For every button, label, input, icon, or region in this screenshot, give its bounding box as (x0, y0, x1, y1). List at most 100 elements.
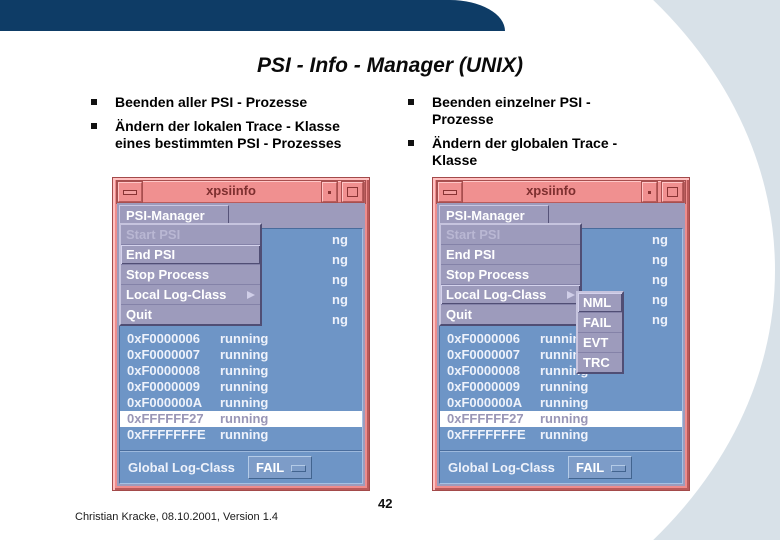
process-id: 0xFFFFFFFE (127, 427, 206, 442)
process-status: running (540, 411, 589, 426)
covered-row-fragment: ng (652, 312, 668, 327)
bullet-text: Ändern der lokalen Trace - Klasse eines … (115, 118, 342, 151)
menu-item-quit[interactable]: Quit (126, 307, 152, 322)
submenu-item-trc[interactable]: TRC (583, 355, 610, 370)
page-title: PSI - Info - Manager (UNIX) (256, 54, 523, 77)
maximize-square-icon (347, 187, 358, 197)
bullet-square-icon (408, 99, 414, 105)
covered-row-fragment: ng (652, 252, 668, 267)
menubar: PSI-Manager (117, 203, 365, 227)
process-status: running (540, 379, 589, 394)
process-row[interactable]: 0xF0000006 running (120, 331, 362, 347)
process-status: running (540, 427, 589, 442)
process-row-selected[interactable]: 0xFFFFFF27 running (120, 411, 362, 427)
covered-row-fragment: ng (652, 292, 668, 307)
psi-manager-menu-panel: Start PSI End PSI Stop Process Local Log… (119, 223, 262, 326)
process-row[interactable]: 0xF0000007 running (440, 347, 682, 363)
process-row[interactable]: 0xF0000008 running (440, 363, 682, 379)
process-row[interactable]: 0xF000000A running (440, 395, 682, 411)
global-log-class-option-button[interactable]: FAIL (568, 456, 632, 479)
titlebar[interactable]: xpsiinfo (116, 180, 366, 204)
process-id: 0xFFFFFFFE (447, 427, 526, 442)
covered-row-fragment: ng (332, 232, 348, 247)
submenu-item-nml[interactable]: NML (578, 293, 622, 313)
titlebar[interactable]: xpsiinfo (436, 180, 686, 204)
process-id: 0xF0000008 (127, 363, 201, 378)
process-id: 0xF0000009 (127, 379, 201, 394)
process-status: running (220, 411, 269, 426)
menu-item-local-log-class[interactable]: Local Log-Class (121, 285, 260, 305)
menu-item-end-psi[interactable]: End PSI (121, 245, 260, 265)
window-title: xpsiinfo (526, 183, 576, 198)
bullet-item: Ändern der lokalen Trace - Klasse eines … (85, 118, 377, 152)
window-title: xpsiinfo (206, 183, 256, 198)
maximize-button[interactable] (662, 182, 683, 202)
page-number: 42 (378, 496, 393, 511)
covered-row-fragment: ng (652, 272, 668, 287)
submenu-arrow-icon (247, 291, 255, 299)
menu-item-start-psi[interactable]: Start PSI (441, 225, 580, 245)
process-row[interactable]: 0xF0000009 running (120, 379, 362, 395)
xpsiinfo-window-left: xpsiinfo PSI-Manager ng ng ng ng ng 0xF0… (112, 177, 370, 491)
covered-row-fragment: ng (652, 232, 668, 247)
maximize-button[interactable] (342, 182, 363, 202)
process-id: 0xF0000006 (447, 331, 521, 346)
submenu-item-fail[interactable]: FAIL (578, 313, 622, 333)
minimize-button[interactable] (642, 182, 657, 202)
header-navy-band (0, 0, 505, 31)
bullet-list-right: Beenden einzelner PSI - Prozesse Ändern … (402, 94, 650, 176)
process-status: running (220, 427, 269, 442)
option-menu-indicator-icon (291, 465, 306, 472)
covered-row-fragment: ng (332, 252, 348, 267)
process-row[interactable]: 0xF0000009 running (440, 379, 682, 395)
process-id: 0xFFFFFF27 (447, 411, 524, 426)
bullet-item: Ändern der globalen Trace - Klasse (402, 135, 650, 169)
panel-separator (120, 450, 362, 452)
bullet-item: Beenden aller PSI - Prozesse (85, 94, 377, 111)
menu-item-stop-process[interactable]: Stop Process (121, 265, 260, 285)
psi-manager-menu-button[interactable]: PSI-Manager (119, 205, 229, 226)
process-row[interactable]: 0xF000000A running (120, 395, 362, 411)
submenu-item-evt[interactable]: EVT (578, 333, 622, 353)
window-menu-dash-icon (443, 190, 457, 195)
bullet-list-left: Beenden aller PSI - Prozesse Ändern der … (85, 94, 377, 159)
bullet-square-icon (91, 99, 97, 105)
covered-row-fragment: ng (332, 292, 348, 307)
option-value: FAIL (576, 460, 605, 475)
process-row[interactable]: 0xF0000006 running (440, 331, 682, 347)
psi-manager-menu-panel: Start PSI End PSI Stop Process Local Log… (439, 223, 582, 326)
bullet-text: Beenden einzelner PSI - Prozesse (432, 94, 591, 127)
global-log-class-label: Global Log-Class (448, 460, 555, 475)
menu-item-label: Local Log-Class (446, 287, 547, 302)
panel-separator (440, 450, 682, 452)
menu-item-end-psi[interactable]: End PSI (441, 245, 580, 265)
process-row[interactable]: 0xFFFFFFFE running (440, 427, 682, 443)
process-id: 0xF0000007 (127, 347, 201, 362)
process-status: running (220, 331, 269, 346)
process-status: running (220, 347, 269, 362)
process-id: 0xF000000A (447, 395, 523, 410)
menu-item-stop-process[interactable]: Stop Process (441, 265, 580, 285)
process-status: running (220, 363, 269, 378)
window-menu-button[interactable] (118, 182, 142, 202)
process-row-selected[interactable]: 0xFFFFFF27 running (440, 411, 682, 427)
process-id: 0xFFFFFF27 (127, 411, 204, 426)
minimize-button[interactable] (322, 182, 337, 202)
bullet-item: Beenden einzelner PSI - Prozesse (402, 94, 650, 128)
local-log-class-submenu: NML FAIL EVT TRC (576, 291, 624, 374)
process-row[interactable]: 0xFFFFFFFE running (120, 427, 362, 443)
process-row[interactable]: 0xF0000008 running (120, 363, 362, 379)
minimize-dot-icon (328, 191, 331, 194)
global-log-class-option-button[interactable]: FAIL (248, 456, 312, 479)
bullet-text: Beenden aller PSI - Prozesse (115, 94, 308, 110)
menu-item-start-psi[interactable]: Start PSI (121, 225, 260, 245)
submenu-arrow-icon (567, 291, 575, 299)
covered-row-fragment: ng (332, 312, 348, 327)
xpsiinfo-window-right: xpsiinfo PSI-Manager ng ng ng ng ng 0xF0… (432, 177, 690, 491)
window-menu-button[interactable] (438, 182, 462, 202)
process-row[interactable]: 0xF0000007 running (120, 347, 362, 363)
process-id: 0xF0000007 (447, 347, 521, 362)
menu-item-local-log-class[interactable]: Local Log-Class (441, 285, 580, 305)
menu-item-quit[interactable]: Quit (446, 307, 472, 322)
